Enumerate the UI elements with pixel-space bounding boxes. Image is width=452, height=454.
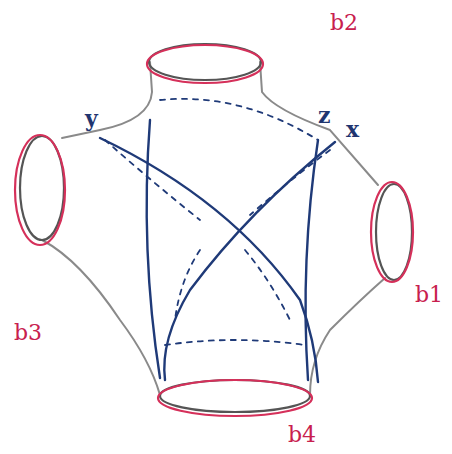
boundary-label: b3 (14, 322, 42, 344)
curve-label: z (318, 104, 331, 126)
boundary-label: b4 (288, 424, 316, 446)
boundary-label: b2 (330, 12, 358, 34)
curve-label: y (85, 107, 98, 129)
curve-label: x (346, 118, 359, 140)
boundary-label: b1 (415, 284, 443, 306)
